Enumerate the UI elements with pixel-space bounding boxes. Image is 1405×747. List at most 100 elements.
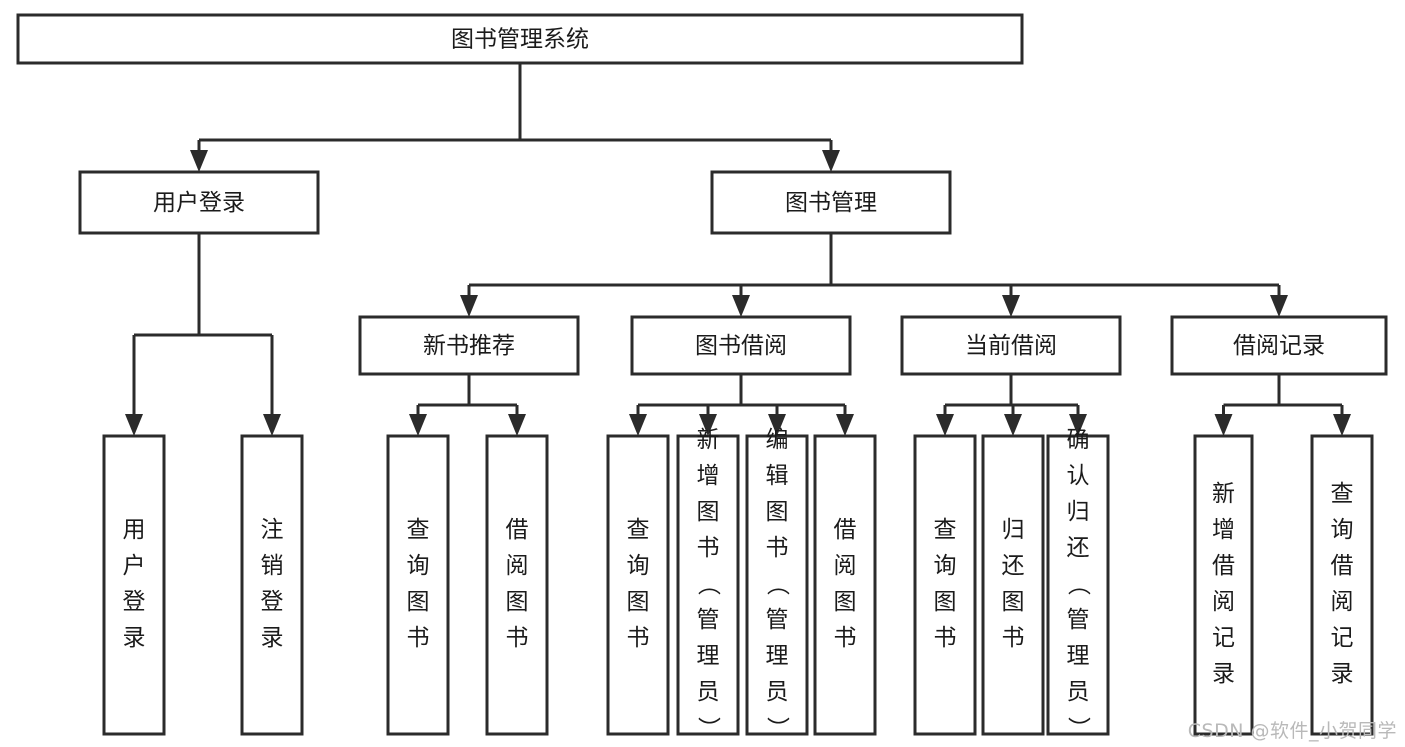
arrow-icon: [1214, 405, 1233, 436]
svg-text:记: 记: [1212, 625, 1235, 651]
svg-text:书: 书: [1002, 625, 1025, 651]
level3-node-label-book_borrow: 图书借阅: [695, 333, 787, 359]
arrow-icon: [460, 285, 478, 317]
leaf-logout-shape: [240, 434, 304, 736]
svg-text:图: 图: [766, 499, 789, 525]
leaf-add-record-shape: [1193, 434, 1254, 736]
svg-text:录: 录: [261, 625, 284, 651]
svg-text:图: 图: [627, 589, 650, 615]
level2-node-book_manage-shape: [710, 170, 952, 235]
svg-text:还: 还: [1067, 535, 1090, 561]
svg-text:阅: 阅: [834, 553, 857, 579]
svg-text:管: 管: [766, 607, 789, 633]
level3-node-book_borrow[interactable]: [630, 315, 852, 376]
svg-text:图: 图: [934, 589, 957, 615]
leaf-confirm-return[interactable]: [1046, 434, 1110, 736]
svg-text:图: 图: [697, 499, 720, 525]
svg-text:查: 查: [407, 517, 430, 543]
leaf-borrow-book-2-shape: [813, 434, 877, 736]
level2-node-user_login[interactable]: [78, 170, 320, 235]
arrow-icon: [836, 405, 854, 436]
arrow-icon: [629, 405, 647, 436]
level2-node-book_manage[interactable]: [710, 170, 952, 235]
svg-text:录: 录: [123, 625, 146, 651]
svg-text:查: 查: [627, 517, 650, 543]
svg-text:书: 书: [407, 625, 430, 651]
svg-text:书: 书: [834, 625, 857, 651]
leaf-query-book-1-shape: [386, 434, 450, 736]
level3-node-label-new_book_rec: 新书推荐: [423, 333, 515, 359]
svg-text:录: 录: [1331, 661, 1354, 687]
leaf-logout[interactable]: [240, 434, 304, 736]
svg-text:新: 新: [1212, 481, 1235, 507]
svg-text:还: 还: [1002, 553, 1025, 579]
leaf-user-login[interactable]: [102, 434, 166, 736]
svg-text:借: 借: [1212, 553, 1235, 579]
svg-text:阅: 阅: [1212, 589, 1235, 615]
svg-text:图: 图: [1002, 589, 1025, 615]
leaf-borrow-book-2[interactable]: [813, 434, 877, 736]
svg-text:图: 图: [834, 589, 857, 615]
svg-text:借: 借: [1331, 553, 1354, 579]
level3-node-new_book_rec[interactable]: [358, 315, 580, 376]
arrow-icon: [1004, 405, 1022, 436]
leaf-borrow-book-1[interactable]: [485, 434, 549, 736]
svg-text:借: 借: [834, 517, 857, 543]
level3-node-book_borrow-shape: [630, 315, 852, 376]
leaf-query-book-2-shape: [606, 434, 670, 736]
leaf-query-book-1[interactable]: [386, 434, 450, 736]
svg-text:销: 销: [261, 553, 284, 579]
leaf-query-record[interactable]: [1310, 434, 1374, 736]
level3-node-borrow_record[interactable]: [1170, 315, 1388, 376]
leaf-user-login-label: 用户登录: [123, 517, 146, 651]
svg-text:录: 录: [1212, 661, 1235, 687]
arrow-icon: [263, 335, 281, 436]
svg-text:借: 借: [506, 517, 529, 543]
root-node-book-management-system[interactable]: [16, 13, 1024, 65]
leaf-add-book[interactable]: [676, 434, 740, 736]
level3-node-current_borrow[interactable]: [900, 315, 1122, 376]
level3-node-label-current_borrow: 当前借阅: [965, 333, 1057, 359]
root-node-book-management-system-shape: [16, 13, 1024, 65]
arrow-icon: [936, 405, 954, 436]
svg-text:户: 户: [123, 553, 146, 579]
level2-node-user_login-shape: [78, 170, 320, 235]
arrow-icon: [125, 335, 143, 436]
node-layer: 图书管理系统用户登录图书管理新书推荐图书借阅当前借阅借阅记录用户登录注销登录查询…: [16, 13, 1388, 740]
root-node-label: 图书管理系统: [451, 27, 589, 53]
arrow-icon: [508, 405, 526, 436]
leaf-return-book[interactable]: [981, 434, 1045, 736]
leaf-add-record[interactable]: [1193, 434, 1254, 736]
svg-text:询: 询: [407, 553, 430, 579]
svg-text:）: ）: [695, 717, 721, 740]
svg-text:阅: 阅: [1331, 589, 1354, 615]
svg-text:注: 注: [261, 517, 284, 543]
arrow-icon: [768, 405, 786, 436]
svg-text:图: 图: [506, 589, 529, 615]
level3-node-borrow_record-shape: [1170, 315, 1388, 376]
leaf-query-record-shape: [1310, 434, 1374, 736]
leaf-query-book-3[interactable]: [913, 434, 977, 736]
leaf-query-book-2[interactable]: [606, 434, 670, 736]
arrow-icon: [409, 405, 427, 436]
level3-node-new_book_rec-shape: [358, 315, 580, 376]
svg-text:新: 新: [697, 427, 720, 453]
level2-node-label-book_manage: 图书管理: [785, 190, 877, 216]
svg-text:查: 查: [1331, 481, 1354, 507]
arrow-icon: [1333, 405, 1351, 436]
leaf-edit-book[interactable]: [745, 434, 809, 736]
svg-text:辑: 辑: [766, 463, 789, 489]
arrow-icon: [190, 140, 208, 172]
svg-text:（: （: [695, 573, 721, 596]
svg-text:阅: 阅: [506, 553, 529, 579]
